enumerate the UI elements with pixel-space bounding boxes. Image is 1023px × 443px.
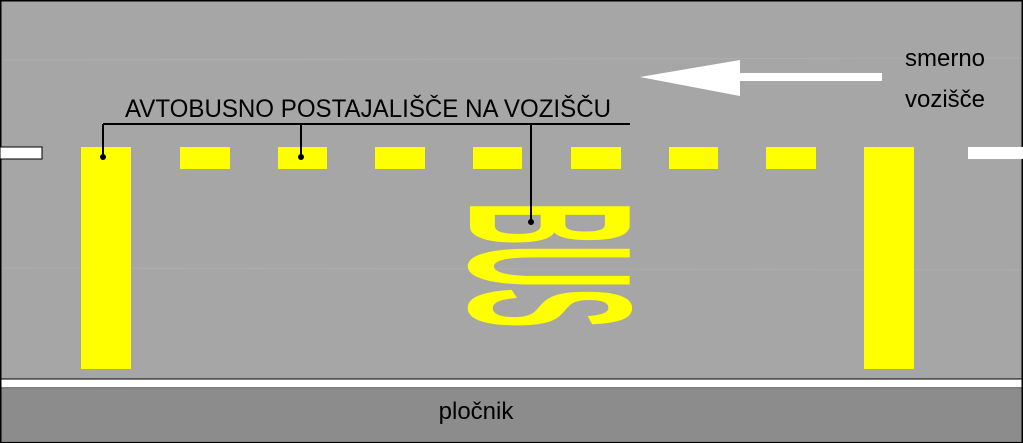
lane-dash-white-right <box>968 147 1023 159</box>
yellow-dash <box>473 147 522 169</box>
curb-line <box>0 378 1023 389</box>
direction-label-line2: vozišče <box>905 86 985 113</box>
yellow-dash <box>180 147 230 169</box>
yellow-bar-left <box>81 147 131 369</box>
direction-label-line1: smerno <box>905 45 985 72</box>
yellow-dash <box>669 147 718 169</box>
direction-arrow-icon <box>640 60 882 96</box>
sidewalk-label: pločnik <box>439 398 515 425</box>
road-texture <box>0 57 1023 61</box>
bus-road-marking: BUS <box>421 202 680 327</box>
label-leader-lines <box>100 123 630 225</box>
lane-dash-white-left <box>0 146 43 160</box>
yellow-dash <box>375 147 425 169</box>
bus-stop-label: AVTOBUSNO POSTAJALIŠČE NA VOZIŠČU <box>125 94 611 123</box>
sidewalk <box>1 389 1022 441</box>
yellow-dash <box>571 147 621 169</box>
road-texture <box>0 267 1023 271</box>
yellow-bar-right <box>864 147 914 369</box>
bus-marking-text: BUS <box>421 202 680 327</box>
road-surface <box>1 1 1022 379</box>
yellow-dash <box>766 147 816 169</box>
